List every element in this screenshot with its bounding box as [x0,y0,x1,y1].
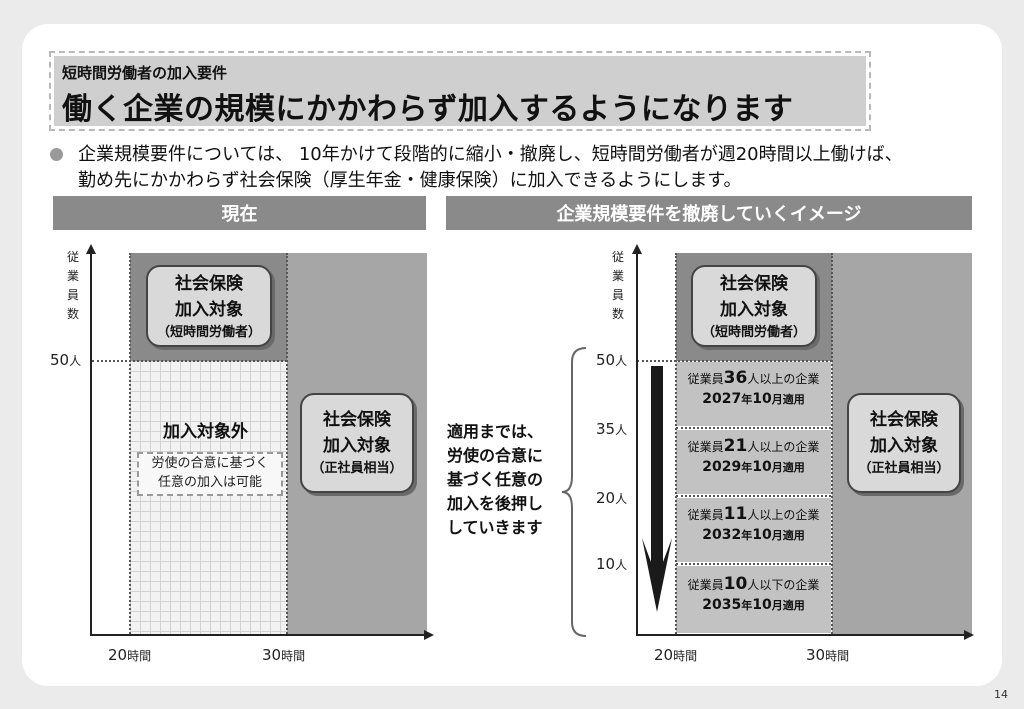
right-y-tick-10: 10人 [596,555,628,573]
band-11-plus: 従業員11人以上の企業 2032年10月適用 [676,498,831,562]
left-30h-guide [286,253,288,634]
right-50-guide [637,360,832,362]
right-y-axis [636,252,638,636]
right-x-arrow-icon [964,630,974,640]
right-y-tick-20: 20人 [596,489,628,507]
bullet-line-1: 企業規模要件については、 10年かけて段階的に縮小・撤廃し、短時間労働者が週20… [78,144,903,165]
right-short-time-badge: 社会保険 加入対象 （短時間労働者） [691,265,817,347]
left-50-guide [92,360,287,362]
right-fulltime-badge: 社会保険 加入対象 （正社員相当） [847,393,961,493]
right-x-tick-30: 30時間 [806,646,850,664]
left-x-tick-30: 30時間 [262,646,306,664]
left-fulltime-badge: 社会保険 加入対象 （正社員相当） [300,393,414,493]
left-voluntary-note: 労使の合意に基づく 任意の加入は可能 [137,452,283,496]
right-35-guide [676,427,831,429]
left-y-tick-50: 50人 [50,351,82,369]
right-y-tick-35: 35人 [596,420,628,438]
band-36-plus: 従業員36人以上の企業 2027年10月適用 [676,362,831,426]
future-heading: 企業規模要件を撤廃していくイメージ [446,196,972,230]
left-y-axis [90,252,92,636]
left-20h-guide [129,253,131,634]
left-excluded-label: 加入対象外 [163,422,248,442]
right-20h-guide [675,253,677,634]
page-number: 14 [994,688,1008,701]
left-x-tick-20: 20時間 [108,646,152,664]
right-10-guide [676,563,831,565]
right-x-tick-20: 20時間 [654,646,698,664]
left-excluded-region [130,361,287,634]
right-30h-guide [831,253,833,634]
band-21-plus: 従業員21人以上の企業 2029年10月適用 [676,430,831,494]
left-x-arrow-icon [424,630,434,640]
right-y-axis-label: 従 業 員 数 [611,250,624,321]
brace-icon [561,347,587,637]
right-20-guide [676,495,831,497]
title-banner [49,51,871,131]
middle-explanation: 適用までは、 労使の合意に 基づく任意の 加入を後押し していきます [447,422,544,537]
down-arrow-icon [642,366,672,612]
bullet-dot-icon [50,148,63,161]
left-y-arrow-icon [86,244,96,254]
right-y-arrow-icon [632,244,642,254]
band-10-or-less: 従業員10人以下の企業 2035年10月適用 [676,566,831,633]
slide-title: 働く企業の規模にかかわらず加入するようになります [62,92,794,127]
current-heading: 現在 [53,196,426,230]
slide-subtitle: 短時間労働者の加入要件 [62,64,228,82]
left-short-time-badge: 社会保険 加入対象 （短時間労働者） [146,265,272,347]
right-x-axis [636,634,966,636]
left-x-axis [90,634,426,636]
bullet-line-2: 勤め先にかかわらず社会保険（厚生年金・健康保険）に加入できるようにします。 [78,170,742,191]
right-y-tick-50: 50人 [596,351,628,369]
left-y-axis-label: 従 業 員 数 [66,250,79,321]
